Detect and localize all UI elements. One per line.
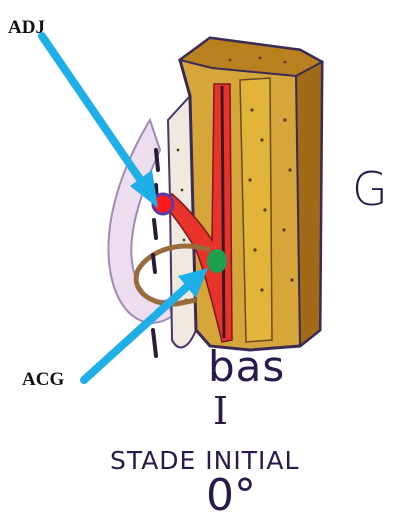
stage-roman-numeral: I [213, 392, 228, 430]
side-label: G [352, 166, 388, 212]
acg-label: ACG [22, 370, 64, 389]
adj-label: ADJ [8, 18, 45, 37]
bone-inner [240, 78, 272, 342]
bas-label: bas [208, 346, 285, 388]
angle-label: 0° [206, 474, 256, 518]
canal [222, 86, 224, 338]
acg-marker [207, 249, 227, 273]
bone-side [296, 62, 322, 346]
stage-title: STADE INITIAL [110, 448, 299, 473]
adj-arrow-shaft [42, 36, 146, 188]
